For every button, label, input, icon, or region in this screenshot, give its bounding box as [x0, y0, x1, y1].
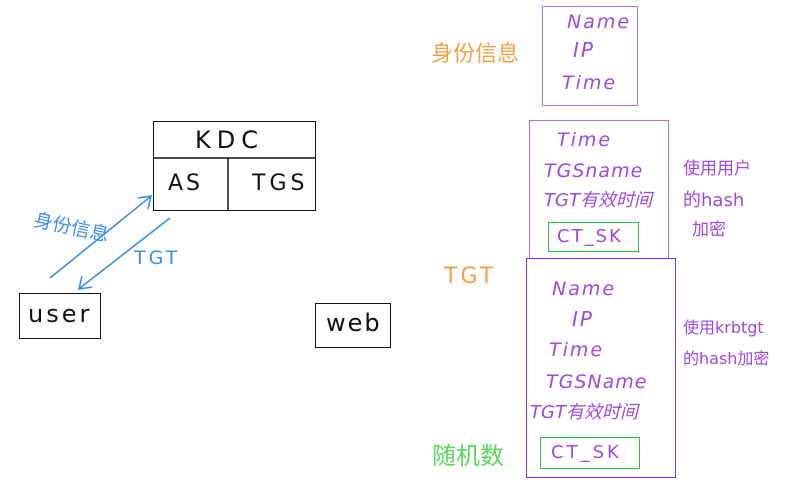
lower-field-tgsname: TGSName	[546, 371, 648, 393]
identity-field-name: Name	[567, 11, 632, 33]
random-label: 随机数	[432, 442, 504, 470]
user-label: user	[28, 300, 93, 328]
identity-field-time: Time	[562, 72, 618, 94]
upper-note-line-2: 的hash	[683, 190, 745, 211]
tgt-label: TGT	[444, 264, 497, 289]
web-label: web	[326, 309, 382, 337]
lower-field-tgt-validity: TGT有效时间	[530, 402, 638, 423]
kdc-title: KDC	[195, 126, 264, 154]
upper-note-line-1: 使用用户	[683, 159, 751, 179]
upper-note-line-3: 加密	[692, 220, 726, 240]
lower-encrypted-box	[526, 258, 676, 478]
user-box	[19, 293, 101, 339]
lower-note-line-2: 的hash加密	[683, 349, 770, 368]
identity-label: 身份信息	[431, 42, 520, 67]
kdc-box	[153, 121, 316, 211]
lower-key-label: CT_SK	[551, 442, 622, 463]
upper-key-label: CT_SK	[557, 226, 623, 247]
upper-field-time: Time	[557, 129, 613, 151]
lower-field-ip: IP	[572, 307, 594, 331]
web-box	[315, 303, 391, 348]
arrow-as-to-user	[77, 217, 171, 290]
arrow-user-to-as	[49, 195, 153, 279]
identity-field-ip: IP	[573, 38, 595, 62]
identity-box	[542, 6, 638, 106]
tgs-label: TGS	[252, 171, 309, 196]
lower-note-line-1: 使用krbtgt	[683, 318, 764, 337]
upper-key-box	[548, 222, 639, 252]
lower-field-time: Time	[549, 339, 605, 361]
upper-field-tgsname: TGSname	[544, 160, 644, 182]
arrow-label-tgt: TGT	[134, 247, 181, 269]
upper-field-tgt-validity: TGT有效时间	[544, 190, 652, 211]
as-label: AS	[168, 171, 204, 196]
lower-key-box	[540, 437, 640, 469]
lower-field-name: Name	[552, 278, 617, 300]
